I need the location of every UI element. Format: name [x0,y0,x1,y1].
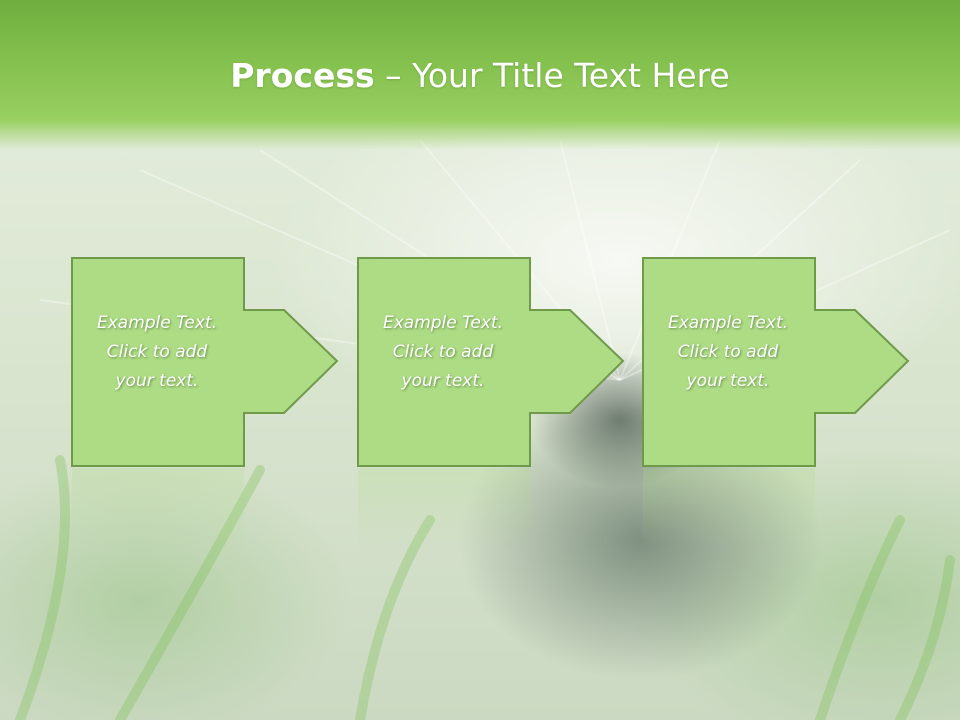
step-2-text: Example Text. Click to add your text. [382,313,504,391]
arrow-box-shape [642,257,910,467]
step-3-reflection [642,468,908,548]
slide-title[interactable]: Process – Your Title Text Here [0,54,960,98]
title-text: Your Title Text Here [412,56,730,95]
header-band [0,0,960,150]
arrow-box-shape [71,257,339,467]
process-step-1[interactable]: Example Text. Click to add your text. [71,257,339,467]
title-separator: – [374,56,413,95]
title-bold: Process [230,56,375,95]
step-1-text: Example Text. Click to add your text. [96,313,218,391]
process-step-3[interactable]: Example Text. Click to add your text. [642,257,910,467]
process-step-2[interactable]: Example Text. Click to add your text. [357,257,625,467]
arrow-box-shape [357,257,625,467]
step-3-text: Example Text. Click to add your text. [667,313,789,391]
step-2-reflection [357,468,623,548]
step-1-reflection [71,468,337,548]
